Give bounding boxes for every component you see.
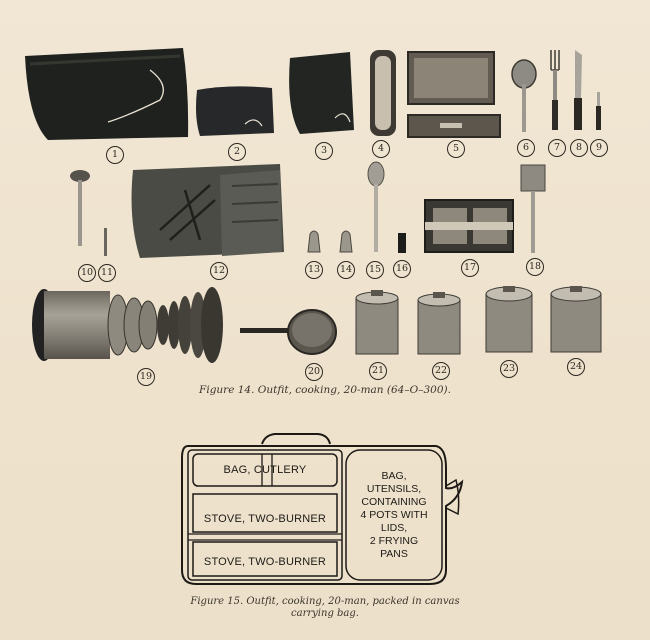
bag-utensils-line: 4 POTS WITH <box>360 509 428 521</box>
item-number-9: 9 <box>590 139 608 157</box>
item-number-24: 24 <box>567 358 585 376</box>
item-number-13: 13 <box>305 261 323 279</box>
item-number-14: 14 <box>337 261 355 279</box>
item-number-2: 2 <box>228 143 246 161</box>
item-number-3: 3 <box>315 142 333 160</box>
item-number-11: 11 <box>98 264 116 282</box>
item-number-16: 16 <box>393 260 411 278</box>
item-number-12: 12 <box>210 262 228 280</box>
figure-14-photo <box>25 48 602 363</box>
item-number-5: 5 <box>447 140 465 158</box>
item-number-8: 8 <box>570 139 588 157</box>
item-number-7: 7 <box>548 139 566 157</box>
item-number-4: 4 <box>372 140 390 158</box>
item-number-18: 18 <box>526 258 544 276</box>
bag-utensils-line: UTENSILS, <box>366 483 422 495</box>
item-number-19: 19 <box>137 368 155 386</box>
item-number-10: 10 <box>78 264 96 282</box>
bag-utensils-label: BAG, UTENSILS, CONTAINING 4 POTS WITH LI… <box>346 470 442 561</box>
item-number-15: 15 <box>366 261 384 279</box>
figure-15-caption-line2: carrying bag. <box>291 608 359 619</box>
bag-utensils-line: LIDS, <box>380 522 408 534</box>
bag-utensils-line: PANS <box>380 548 408 560</box>
bag-utensils-line: BAG, <box>381 470 407 482</box>
item-number-6: 6 <box>517 139 535 157</box>
item-number-23: 23 <box>500 360 518 378</box>
bag-utensils-line: CONTAINING <box>361 496 427 508</box>
bag-cutlery-label: BAG, CUTLERY <box>223 464 307 476</box>
figure-15-diagram <box>181 433 464 585</box>
pots <box>355 286 602 355</box>
bag-utensils-line: 2 FRYING <box>369 535 419 547</box>
item-number-22: 22 <box>432 362 450 380</box>
item-number-21: 21 <box>369 362 387 380</box>
item-number-20: 20 <box>305 363 323 381</box>
item-number-17: 17 <box>461 259 479 277</box>
figure-14-caption: Figure 14. Outfit, cooking, 20-man (64–O… <box>199 384 451 396</box>
item-number-1: 1 <box>106 146 124 164</box>
figure-15-caption-line1: Figure 15. Outfit, cooking, 20-man, pack… <box>190 596 460 607</box>
stove-bottom-label: STOVE, TWO-BURNER <box>203 556 327 568</box>
stove-top-label: STOVE, TWO-BURNER <box>203 513 327 525</box>
